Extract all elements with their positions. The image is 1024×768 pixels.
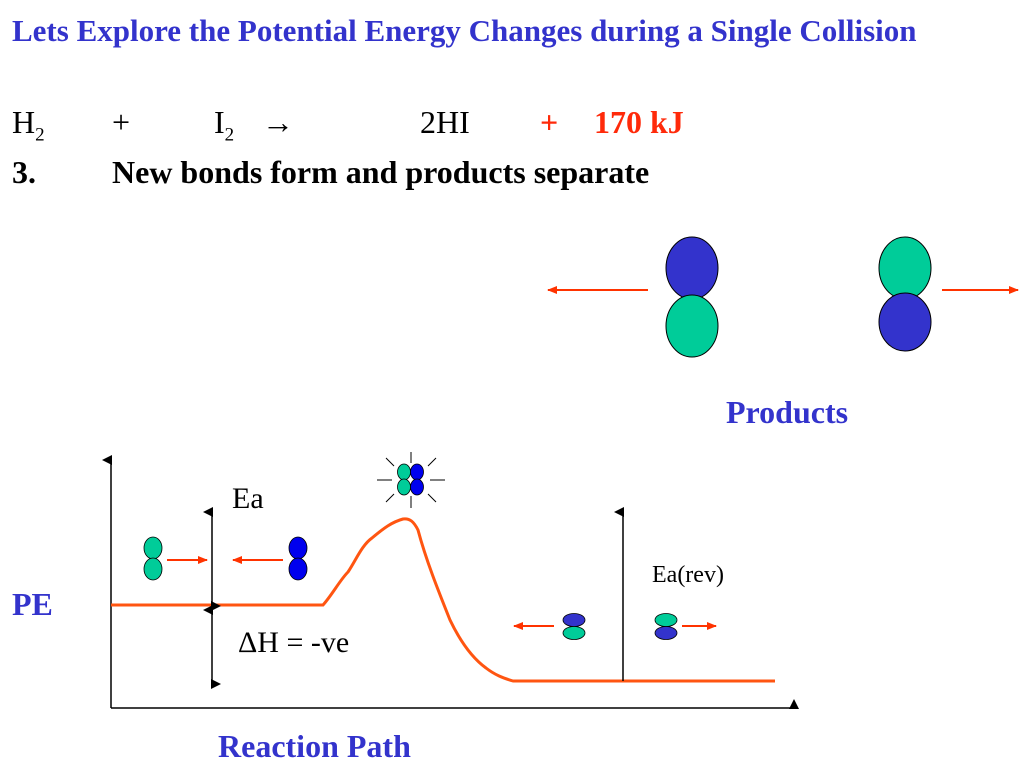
equation-i2: I2 [214, 104, 234, 146]
energy-plus: + [540, 104, 559, 140]
equation-arrow: → [262, 104, 294, 140]
hydrogen-atom-icon [665, 294, 719, 358]
product-molecule-left [665, 236, 719, 358]
hydrogen-atom-icon [143, 536, 163, 560]
iodine-atom-icon [878, 292, 932, 352]
ea-label: Ea [232, 482, 264, 515]
hydrogen-atom-icon [878, 236, 932, 300]
small-product-molecule-right [654, 613, 678, 640]
hydrogen-atom-icon [562, 626, 586, 640]
energy-value: 170 kJ [594, 104, 684, 140]
products-label: Products [726, 394, 849, 430]
reactant-h2-molecule [143, 536, 163, 581]
equation-product: 2HI [420, 104, 470, 140]
iodine-atom-icon [665, 236, 719, 300]
iodine-atom-icon [654, 626, 678, 640]
hydrogen-atom-icon [397, 478, 411, 496]
iodine-atom-icon [562, 613, 586, 627]
delta-h-label: ΔH = -ve [238, 626, 350, 659]
reaction-path-label: Reaction Path [218, 728, 411, 764]
iodine-atom-icon [410, 463, 424, 481]
hydrogen-atom-icon [654, 613, 678, 627]
equation-plus: + [112, 104, 131, 140]
burst-lines-icon [377, 452, 445, 508]
equation-h2: H2 [12, 104, 45, 146]
step-number: 3. [12, 154, 36, 190]
step-text: New bonds form and products separate [112, 154, 650, 190]
ea-rev-label: Ea(rev) [652, 562, 724, 588]
i2-symbol: I [214, 104, 225, 140]
pe-curve [111, 517, 775, 683]
iodine-atom-icon [288, 557, 308, 581]
iodine-atom-icon [410, 478, 424, 496]
activated-complex [377, 452, 445, 508]
slide-title: Lets Explore the Potential Energy Change… [12, 13, 917, 48]
h2-symbol: H [12, 104, 36, 140]
product-molecule-right [878, 236, 932, 352]
small-product-molecule-left [562, 613, 586, 640]
pe-axis-label: PE [12, 586, 53, 622]
i2-subscript: 2 [224, 124, 235, 146]
h2-subscript: 2 [35, 124, 45, 146]
reactant-i2-molecule [288, 536, 308, 581]
hydrogen-atom-icon [143, 557, 163, 581]
hydrogen-atom-icon [397, 463, 411, 481]
iodine-atom-icon [288, 536, 308, 560]
